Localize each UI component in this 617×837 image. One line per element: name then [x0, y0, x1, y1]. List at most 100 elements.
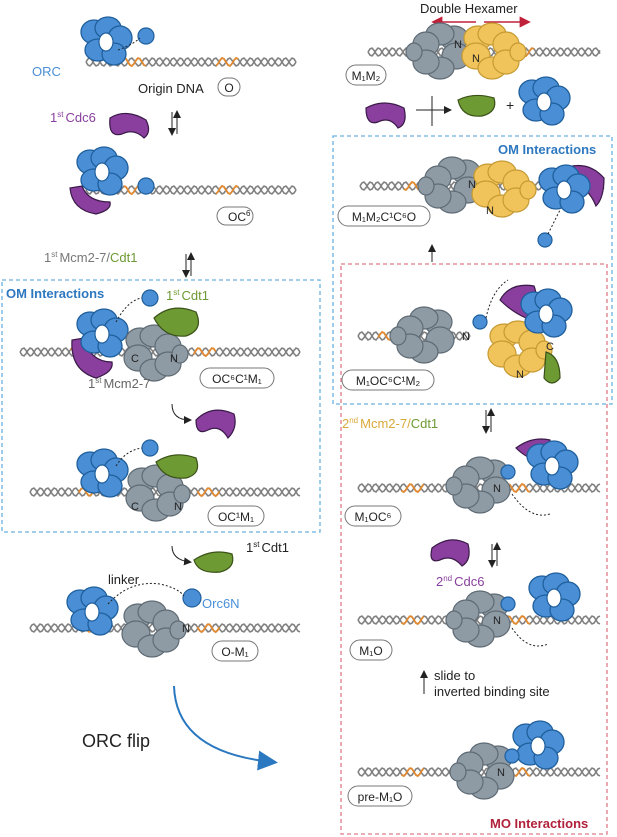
release-arrow-cdt1	[171, 545, 192, 566]
orc6-domain-row4	[141, 439, 159, 457]
orc-flip-label: ORC flip	[82, 731, 150, 751]
origin-dna-label: Origin DNA	[138, 81, 204, 96]
state-badge-m1oc6	[344, 505, 402, 527]
dna-strand	[357, 615, 601, 625]
state-badge-oc1m1	[207, 505, 265, 527]
subunit-n-dh-right: N	[472, 53, 480, 65]
subunit-n-dh-left: N	[454, 39, 462, 51]
linker-row1	[117, 37, 141, 51]
state-badge-o	[217, 77, 241, 97]
mo-title: MO Interactions	[490, 816, 588, 831]
subunit-n-row4: N	[174, 501, 182, 513]
orc-complex-r3	[520, 288, 573, 338]
state-oc1m1-text: OC¹M₁	[218, 510, 254, 524]
linker-row3	[115, 297, 143, 323]
state-badge-m1m2	[345, 64, 387, 86]
orc-channel	[538, 304, 554, 324]
orc6-domain-r2	[537, 232, 553, 248]
state-badge-oc6	[216, 206, 254, 226]
orc6-domain-r4	[500, 464, 516, 480]
mcm-n-terminal	[169, 620, 187, 640]
mcm-hexamer-r6	[449, 742, 515, 800]
subunit-n-r6: N	[497, 767, 505, 779]
state-badge-oc6c1m1	[199, 367, 275, 389]
subunit-n-r3-right: N	[516, 369, 524, 381]
cdc6-released-r	[365, 102, 406, 129]
mcm-hexamer-row4	[125, 464, 191, 522]
mcm-hexamer-r3-left	[389, 306, 455, 364]
mcm-hexamer-row3	[123, 324, 189, 382]
linker-r4	[511, 493, 551, 516]
mcm-n-terminal	[173, 484, 191, 504]
equilibrium-arrow-1	[168, 110, 181, 136]
origin-segment	[507, 615, 531, 625]
cdc6-2-shape	[430, 539, 470, 567]
state-badge-m1m2c1c6o	[337, 205, 431, 227]
mcm-n-terminal	[449, 762, 467, 782]
om-box-right	[332, 135, 613, 405]
origin-segment	[123, 57, 147, 68]
linker-row4	[115, 447, 143, 467]
orc6n-domain-row5	[182, 588, 202, 608]
orc-complex-r6	[512, 720, 565, 770]
state-o-text: O	[224, 81, 233, 95]
orc6-domain-row3	[141, 289, 159, 307]
linker-r2	[547, 209, 561, 235]
mo-box-right	[340, 263, 608, 835]
mcm-n-terminal	[417, 176, 435, 196]
state-pre-text: pre-M₁O	[358, 790, 403, 804]
origin-segment	[215, 56, 239, 67]
state-badge-om1	[211, 640, 259, 662]
orc6-domain-r6	[504, 748, 520, 764]
state-badge-pre	[347, 785, 413, 807]
cdc6-released	[195, 409, 236, 439]
origin-segment	[401, 615, 425, 626]
orc6-domain-row2	[137, 177, 155, 195]
slide-label-2: inverted binding site	[434, 684, 550, 699]
om-title-left: OM Interactions	[6, 286, 104, 301]
subunit-n-r5: N	[493, 615, 501, 627]
mcm-n-terminal	[509, 42, 527, 62]
origin-segment	[215, 184, 239, 195]
mcm-hexamer-dh-right	[461, 22, 527, 80]
subunit-c-row4: C	[131, 501, 139, 513]
orc-complex-row1	[80, 16, 133, 66]
equilibrium-arrow-r2	[488, 542, 501, 568]
mcm-hexamer-r2-right	[471, 160, 537, 218]
subunit-n-r4: N	[493, 483, 501, 495]
mcm-n-terminal	[445, 610, 463, 630]
orc6-domain-r5	[500, 596, 516, 612]
linker-label: linker	[108, 572, 140, 587]
cdc6-1-shape	[109, 112, 150, 139]
subunit-n-r2-left: N	[468, 179, 476, 191]
origin-segment	[196, 623, 221, 634]
orc-complex-row5	[66, 586, 119, 636]
orc-channel	[84, 602, 100, 622]
release-fork	[416, 96, 450, 126]
mcm-n-terminal	[171, 344, 189, 364]
cdt1-bound-row4	[155, 454, 199, 479]
orc6-domain-row1	[137, 27, 155, 45]
orc-complex-r5	[528, 572, 581, 622]
state-m1m2-text: M₁M₂	[352, 69, 381, 83]
subunit-c-row3: C	[131, 353, 139, 365]
orc-complex-row3	[76, 308, 129, 358]
double-hexamer-label: Double Hexamer	[420, 1, 518, 16]
state-oc6c1m1-text: OC⁶C¹M₁	[212, 372, 262, 386]
state-m1oc6c1m2-text: M₁OC⁶C¹M₂	[356, 374, 421, 388]
release-arrow-cdc6	[171, 403, 192, 424]
mcm-hexamer-r4	[445, 456, 511, 514]
state-badge-m1o	[349, 639, 393, 661]
subunit-n-r2-right: N	[486, 205, 494, 217]
dna-strand	[357, 483, 601, 493]
mcm-n-terminal	[519, 180, 537, 200]
mcm-n-terminal	[445, 476, 463, 496]
mcm-n-terminal	[389, 326, 407, 346]
origin-segment	[401, 483, 425, 494]
subunit-n-r3-left: N	[462, 331, 470, 343]
mcm-hexamer-r3-right	[487, 320, 553, 378]
